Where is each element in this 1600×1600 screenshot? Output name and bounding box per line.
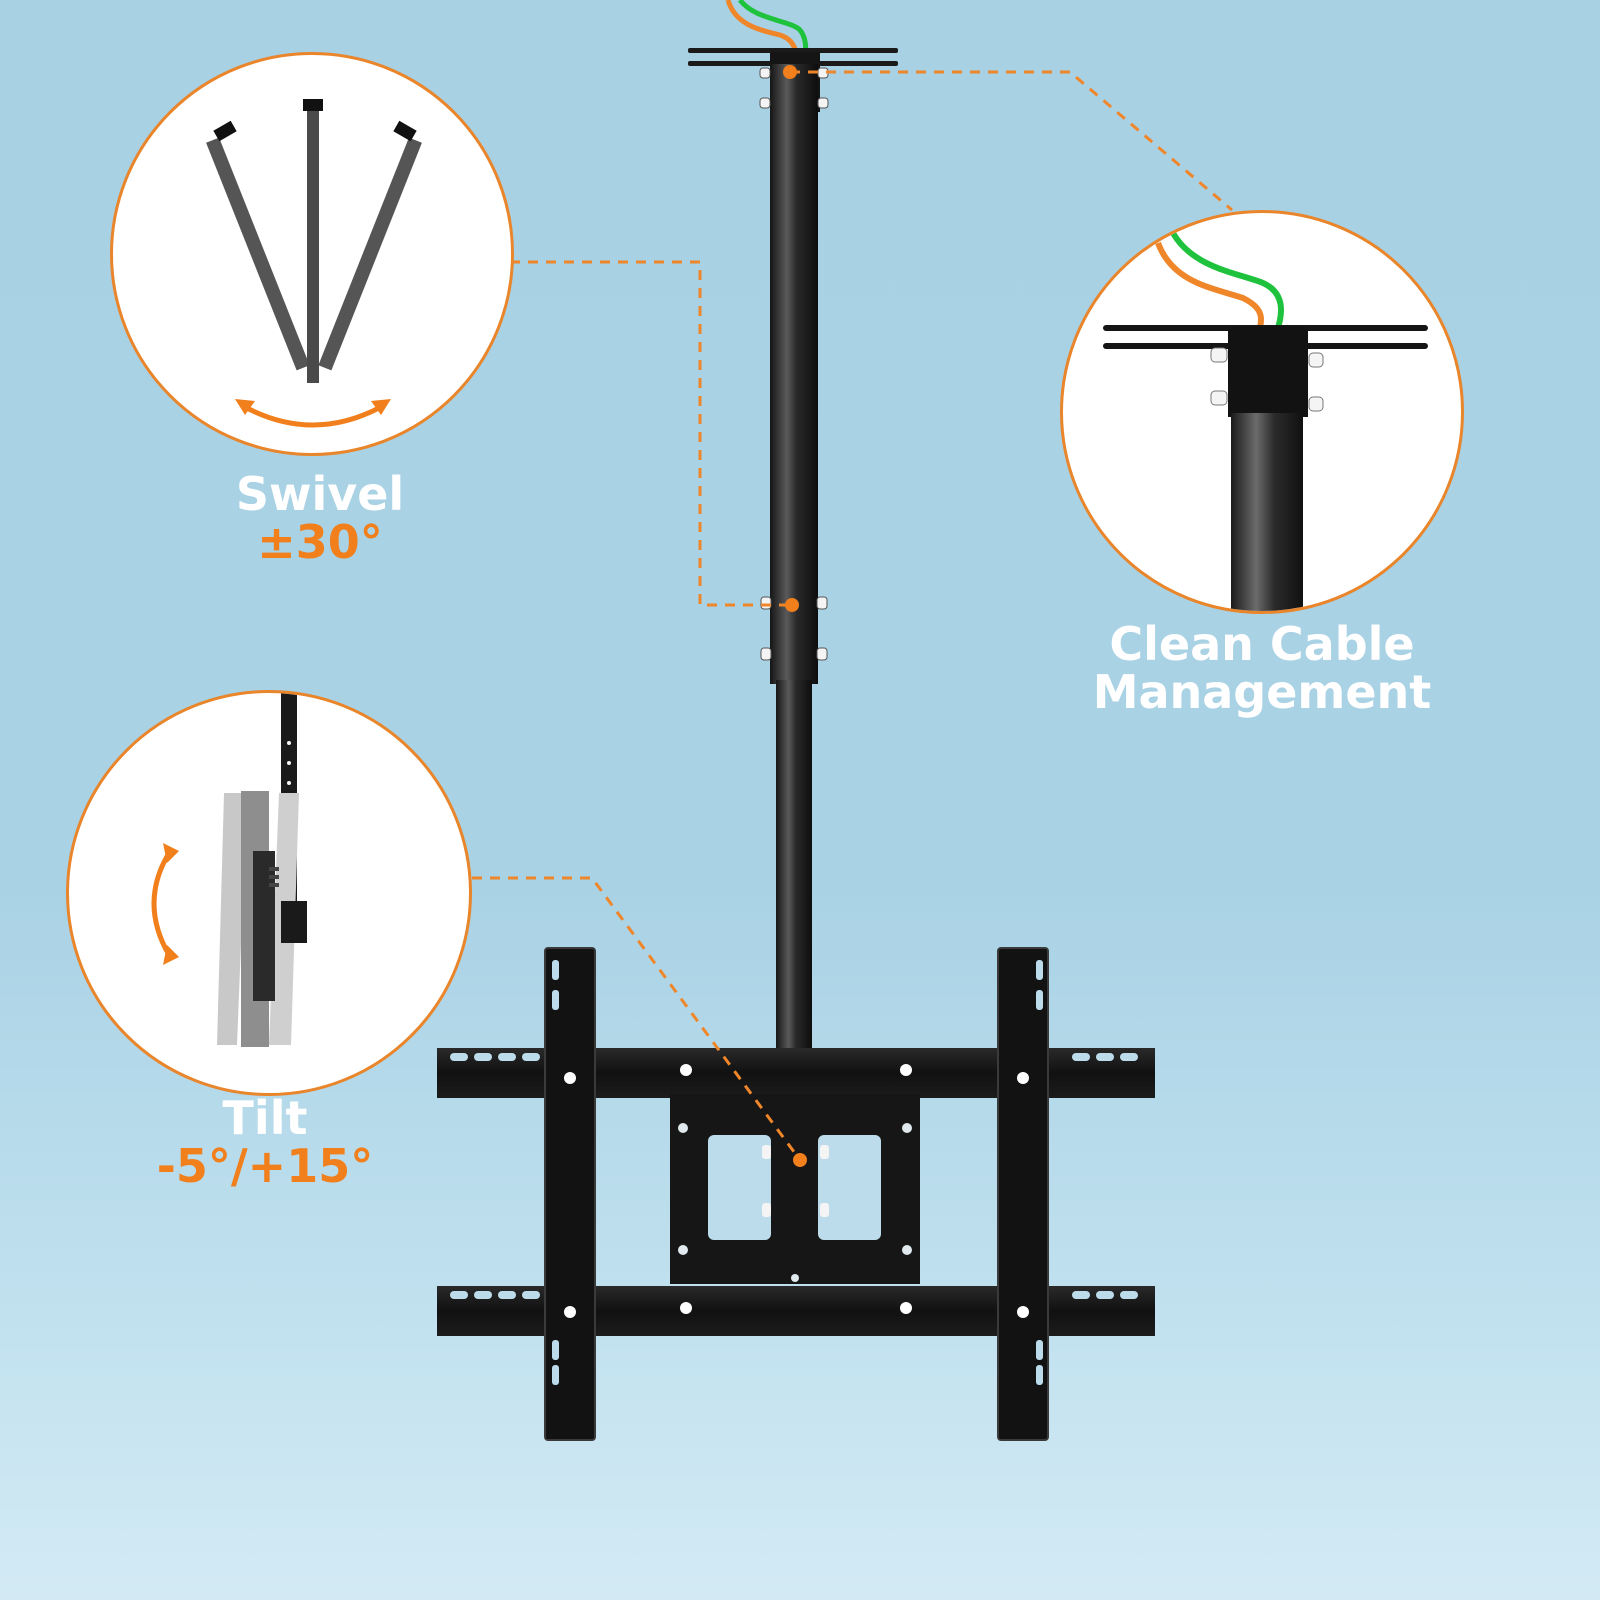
tilt-anchor-dot [793, 1153, 807, 1167]
tilt-title: Tilt [222, 1091, 308, 1145]
cable-title-line1: Clean Cable [1109, 617, 1415, 671]
tilt-label: Tilt -5°/+15° [140, 1094, 390, 1191]
tilt-detail-circle [66, 690, 472, 1096]
swivel-label: Swivel ±30° [200, 470, 440, 567]
swivel-poles-illustration [206, 99, 422, 428]
tilt-arrow-icon [151, 851, 172, 957]
tilt-value: -5°/+15° [156, 1139, 374, 1194]
cable-anchor-dot [783, 65, 797, 79]
swivel-title: Swivel [235, 467, 405, 521]
vertical-brackets [544, 947, 1049, 1441]
cable-title-line2: Management [1092, 665, 1432, 720]
swivel-leader-line [510, 260, 792, 607]
leader-lines [472, 70, 1233, 1161]
cable-leader-line [790, 70, 1233, 212]
cable-plate-illustration [1103, 231, 1428, 611]
tilt-bracket-illustration [151, 693, 307, 1047]
center-plate [670, 1094, 920, 1284]
cable-management-circle [1060, 210, 1464, 614]
swivel-arrow-icon [243, 404, 383, 428]
swivel-anchor-dot [785, 598, 799, 612]
cable-management-label: Clean Cable Management [1060, 620, 1464, 717]
lower-pole [776, 680, 812, 1050]
swivel-value: ±30° [257, 515, 383, 570]
upper-pole [770, 64, 818, 684]
swivel-detail-circle [110, 52, 514, 456]
tilt-leader-line [472, 876, 802, 1161]
